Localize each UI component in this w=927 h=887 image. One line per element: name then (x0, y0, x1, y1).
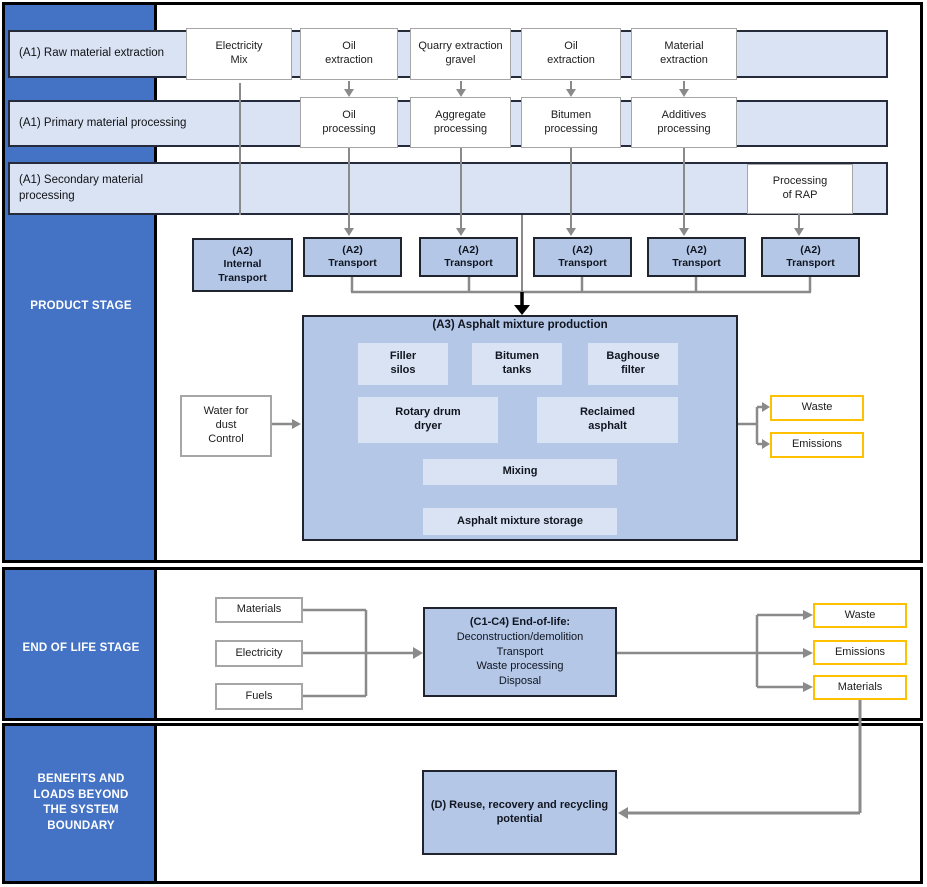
transport-box-1: (A2) Transport (303, 237, 402, 277)
fuels-input-box: Fuels (215, 683, 303, 710)
water-input-box: Water for dust Control (180, 395, 272, 457)
quarry-extraction-gravel-box: Quarry extraction gravel (410, 28, 511, 80)
rotary-drum-dryer-box: Rotary drum dryer (358, 397, 498, 443)
baghouse-filter-box: Baghouse filter (588, 343, 678, 385)
emissions-output-box-product: Emissions (770, 432, 864, 458)
materials-output-box-eol: Materials (813, 675, 907, 700)
transport-box-2: (A2) Transport (419, 237, 518, 277)
benefits-label: BENEFITS AND LOADS BEYOND THE SYSTEM BOU… (33, 773, 129, 832)
end-of-life-process-title: (C1-C4) End-of-life: (469, 615, 571, 628)
bitumen-processing-box: Bitumen processing (521, 97, 621, 148)
bitumen-tanks-box: Bitumen tanks (472, 343, 562, 385)
mixing-box: Mixing (423, 459, 617, 485)
oil-extraction-box-1: Oil extraction (300, 28, 398, 80)
filler-silos-box: Filler silos (358, 343, 448, 385)
electricity-mix-box: Electricity Mix (186, 28, 292, 80)
row-raw-material-extraction-label: (A1) Raw material extraction (19, 47, 165, 60)
waste-output-box-product: Waste (770, 395, 864, 421)
end-of-life-sidebar (5, 570, 157, 718)
row-secondary-material-processing-label: (A1) Secondary material processing (19, 173, 143, 202)
materials-input-box: Materials (215, 597, 303, 623)
asphalt-storage-box: Asphalt mixture storage (423, 508, 617, 535)
additives-processing-box: Additives processing (631, 97, 737, 148)
transport-box-5: (A2) Transport (761, 237, 860, 277)
emissions-output-box-eol: Emissions (813, 640, 907, 665)
reuse-recovery-box: (D) Reuse, recovery and recycling potent… (422, 770, 617, 855)
product-stage-sidebar (5, 5, 157, 560)
aggregate-processing-box: Aggregate processing (410, 97, 511, 148)
asphalt-plant-title: (A3) Asphalt mixture production (432, 319, 608, 331)
end-of-life-process-box: (C1-C4) End-of-life: Deconstruction/demo… (423, 607, 617, 697)
rap-processing-box: Processing of RAP (747, 164, 853, 214)
internal-transport-box: (A2) Internal Transport (192, 238, 293, 292)
reclaimed-asphalt-box: Reclaimed asphalt (537, 397, 678, 443)
material-extraction-box: Material extraction (631, 28, 737, 80)
waste-output-box-eol: Waste (813, 603, 907, 628)
transport-box-4: (A2) Transport (647, 237, 746, 277)
end-of-life-process-steps: Deconstruction/demolition Transport Wast… (456, 630, 584, 688)
benefits-sidebar (5, 726, 157, 881)
electricity-input-box: Electricity (215, 640, 303, 667)
transport-box-3: (A2) Transport (533, 237, 632, 277)
oil-extraction-box-2: Oil extraction (521, 28, 621, 80)
row-primary-material-processing-label: (A1) Primary material processing (19, 116, 187, 129)
end-of-life-label: END OF LIFE STAGE (22, 642, 140, 654)
oil-processing-box: Oil processing (300, 97, 398, 148)
product-stage-label: PRODUCT STAGE (30, 300, 132, 312)
